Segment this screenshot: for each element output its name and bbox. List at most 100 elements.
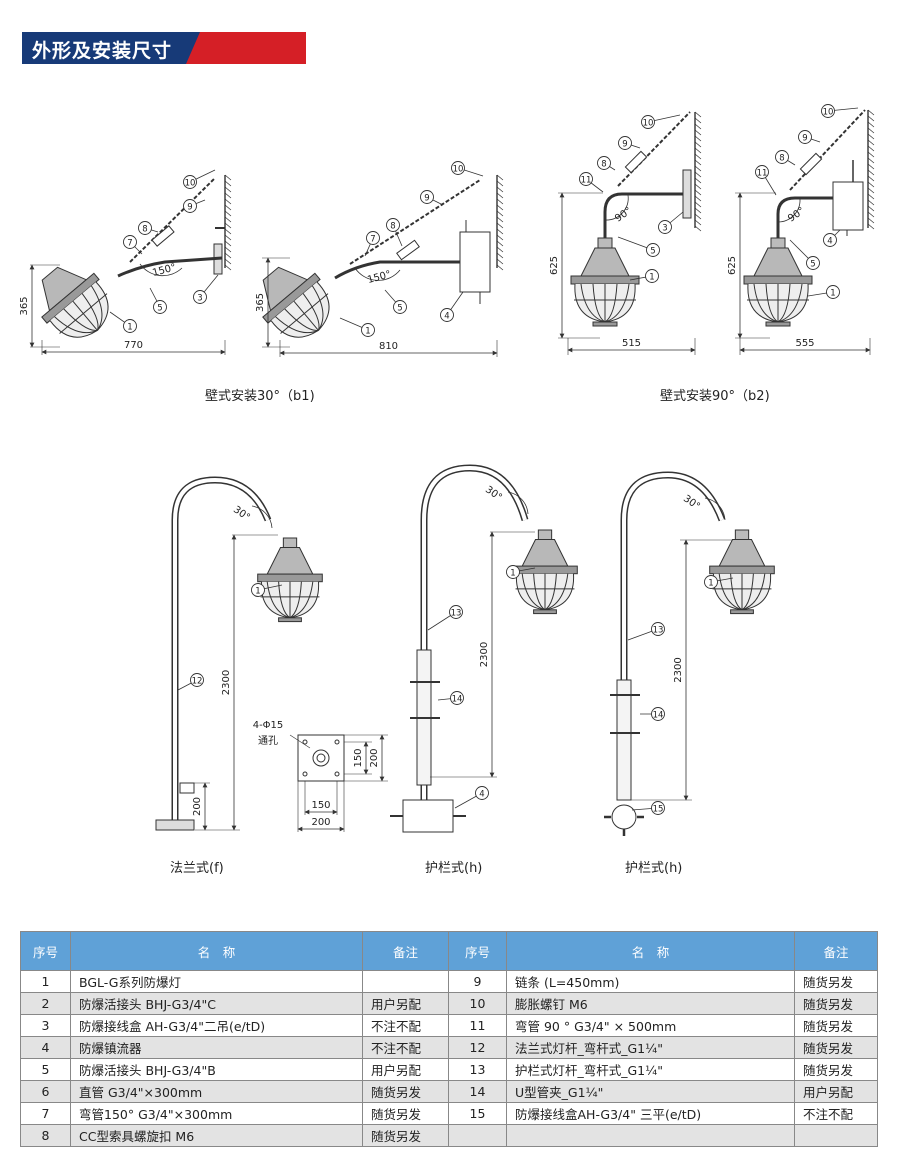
wall-hatch — [224, 264, 232, 271]
callout-circle — [798, 130, 812, 144]
wall-hatch — [496, 228, 504, 235]
callout-number: 1 — [708, 578, 713, 588]
wall-hatch — [224, 204, 232, 211]
wall-hatch — [224, 198, 232, 205]
callout-circle — [193, 290, 207, 304]
lamp-part — [580, 247, 630, 277]
flange-bolt-hole — [302, 739, 308, 745]
guardrail-pole-inner — [622, 472, 724, 800]
callout-number: 3 — [197, 293, 202, 303]
caption-wall-90: 壁式安装90°（b2) — [660, 389, 770, 404]
cell-name — [506, 1124, 795, 1147]
section-header: 外形及安装尺寸 — [22, 32, 306, 64]
lamp-guardrail-1 — [512, 529, 578, 615]
cell-name: U型管夹_G1¼" — [506, 1080, 795, 1103]
wall-hatch — [496, 180, 504, 187]
guard-post — [616, 679, 632, 801]
dimension-label: 90° — [613, 205, 634, 224]
callout-circle — [641, 115, 655, 129]
three-way-box — [611, 804, 637, 830]
callout-number: 7 — [370, 234, 375, 244]
callout-number: 9 — [802, 133, 807, 143]
wall-hatch — [694, 153, 702, 160]
wall-hatch — [224, 222, 232, 229]
caption-wall-30: 壁式安装30°（b1) — [205, 389, 315, 404]
arm-pipe-90 — [776, 196, 833, 238]
cell-note — [362, 970, 449, 993]
wall-hatch — [867, 133, 875, 140]
ballast-box-b1 — [459, 231, 491, 293]
callout-circle — [597, 156, 611, 170]
flange-center-ring — [312, 749, 330, 767]
lamp-part — [544, 573, 569, 611]
callout-number: 5 — [157, 303, 162, 313]
wall-hatch — [694, 213, 702, 220]
cell-no: 8 — [20, 1124, 71, 1147]
callout-number: 7 — [127, 238, 132, 248]
dimension-label: 365 — [19, 296, 30, 315]
caption-flange: 法兰式(f) — [170, 861, 224, 876]
dimension-label: 2300 — [479, 642, 490, 667]
wall-hatch — [694, 201, 702, 208]
wall-hatch — [867, 127, 875, 134]
lamp-part — [741, 573, 754, 611]
angle-arc — [139, 263, 183, 277]
dimension-label: 365 — [255, 293, 266, 312]
wall-hatch — [496, 258, 504, 265]
lamp-part — [777, 283, 803, 323]
wall-hatch — [224, 180, 232, 187]
callout-circle — [153, 300, 167, 314]
wall-hatch — [867, 217, 875, 224]
wall-hatch — [867, 115, 875, 122]
cell-no: 7 — [20, 1102, 71, 1125]
callout-number: 4 — [444, 311, 449, 321]
callout-number: 3 — [662, 223, 667, 233]
lamp-part — [63, 308, 98, 331]
lamp-part — [266, 547, 314, 575]
wall-hatch — [867, 199, 875, 206]
wall-hatch — [224, 234, 232, 241]
callout-number: 8 — [390, 221, 395, 231]
flange-pole — [171, 476, 272, 828]
dimension-label: 200 — [369, 748, 380, 767]
dimension-label: 200 — [311, 817, 330, 828]
callout-circle — [440, 308, 454, 322]
cell-name: 防爆镇流器 — [70, 1036, 363, 1059]
wall-hatch — [694, 135, 702, 142]
cell-name: 膨胀螺钉 M6 — [506, 992, 795, 1015]
lamp-part — [289, 581, 314, 619]
wall-hatch — [224, 246, 232, 253]
callout-circle — [704, 575, 718, 589]
flange-plate — [297, 734, 345, 782]
lamp-part — [604, 283, 630, 323]
callout-circle — [366, 231, 380, 245]
flange-bolt-hole — [334, 771, 340, 777]
cell-no: 3 — [20, 1014, 71, 1037]
wall-hatch — [867, 181, 875, 188]
dimension-label: 770 — [124, 340, 143, 351]
lamp-part — [592, 283, 606, 323]
lamp-part — [266, 581, 291, 619]
cell-no: 14 — [448, 1080, 507, 1103]
lamp-part — [753, 247, 803, 277]
cell-no: 9 — [448, 970, 507, 993]
callout-number: 8 — [779, 153, 784, 163]
lamp-part — [777, 283, 791, 323]
wall-hatch — [496, 222, 504, 229]
wall-hatch — [224, 258, 232, 265]
cell-no: 15 — [448, 1102, 507, 1125]
callout-circle — [651, 801, 665, 815]
wall-hatch — [867, 157, 875, 164]
callout-circle — [651, 707, 665, 721]
wall-hatch — [694, 117, 702, 124]
callout-circle — [183, 199, 197, 213]
callout-circle — [646, 243, 660, 257]
callout-number: 9 — [187, 202, 192, 212]
dimension-label: 2300 — [673, 657, 684, 682]
header-name: 名 称 — [506, 931, 795, 971]
callout-number: 1 — [510, 568, 515, 578]
lamp-part — [544, 573, 557, 611]
wall-hatch — [224, 192, 232, 199]
cell-note: 随货另发 — [794, 1014, 878, 1037]
